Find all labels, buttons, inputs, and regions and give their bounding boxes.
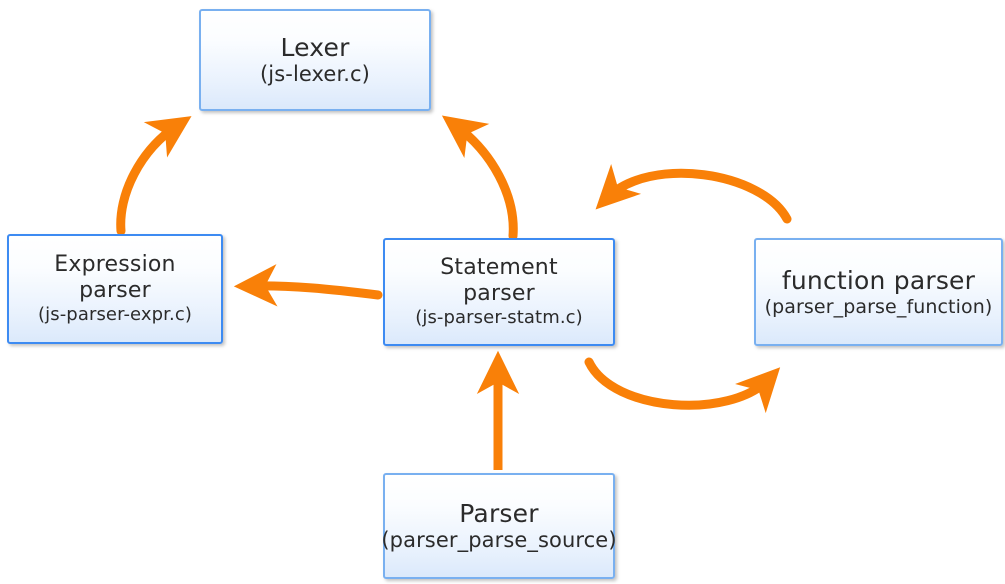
node-function-parser[interactable]: function parser (parser_parse_function) — [754, 238, 1003, 346]
edge-statement-to-lexer — [441, 115, 518, 241]
node-expression-parser-title-line1: Expression — [54, 252, 176, 278]
node-expression-parser[interactable]: Expression parser (js-parser-expr.c) — [7, 234, 223, 344]
edge-statement-to-expression — [233, 264, 383, 307]
node-function-parser-title: function parser — [781, 266, 976, 296]
node-statement-parser-subtitle: (js-parser-statm.c) — [415, 307, 583, 329]
edge-statement-to-function — [584, 357, 781, 414]
node-expression-parser-title-line2: parser — [79, 278, 151, 304]
node-lexer-title: Lexer — [280, 32, 350, 62]
node-parser-subtitle: (parser_parse_source) — [381, 528, 617, 553]
node-lexer-subtitle: (js-lexer.c) — [260, 62, 370, 87]
edge-function-to-statement — [595, 163, 792, 224]
node-parser[interactable]: Parser (parser_parse_source) — [381, 473, 617, 579]
node-function-parser-subtitle: (parser_parse_function) — [764, 295, 993, 318]
node-statement-parser-title-line1: Statement — [440, 255, 558, 281]
node-statement-parser[interactable]: Statement parser (js-parser-statm.c) — [383, 238, 615, 346]
node-statement-parser-title-line2: parser — [463, 281, 535, 307]
node-lexer[interactable]: Lexer (js-lexer.c) — [199, 9, 431, 111]
node-expression-parser-subtitle: (js-parser-expr.c) — [38, 304, 192, 326]
node-parser-title: Parser — [459, 498, 539, 528]
edge-expression-to-lexer — [116, 116, 192, 236]
